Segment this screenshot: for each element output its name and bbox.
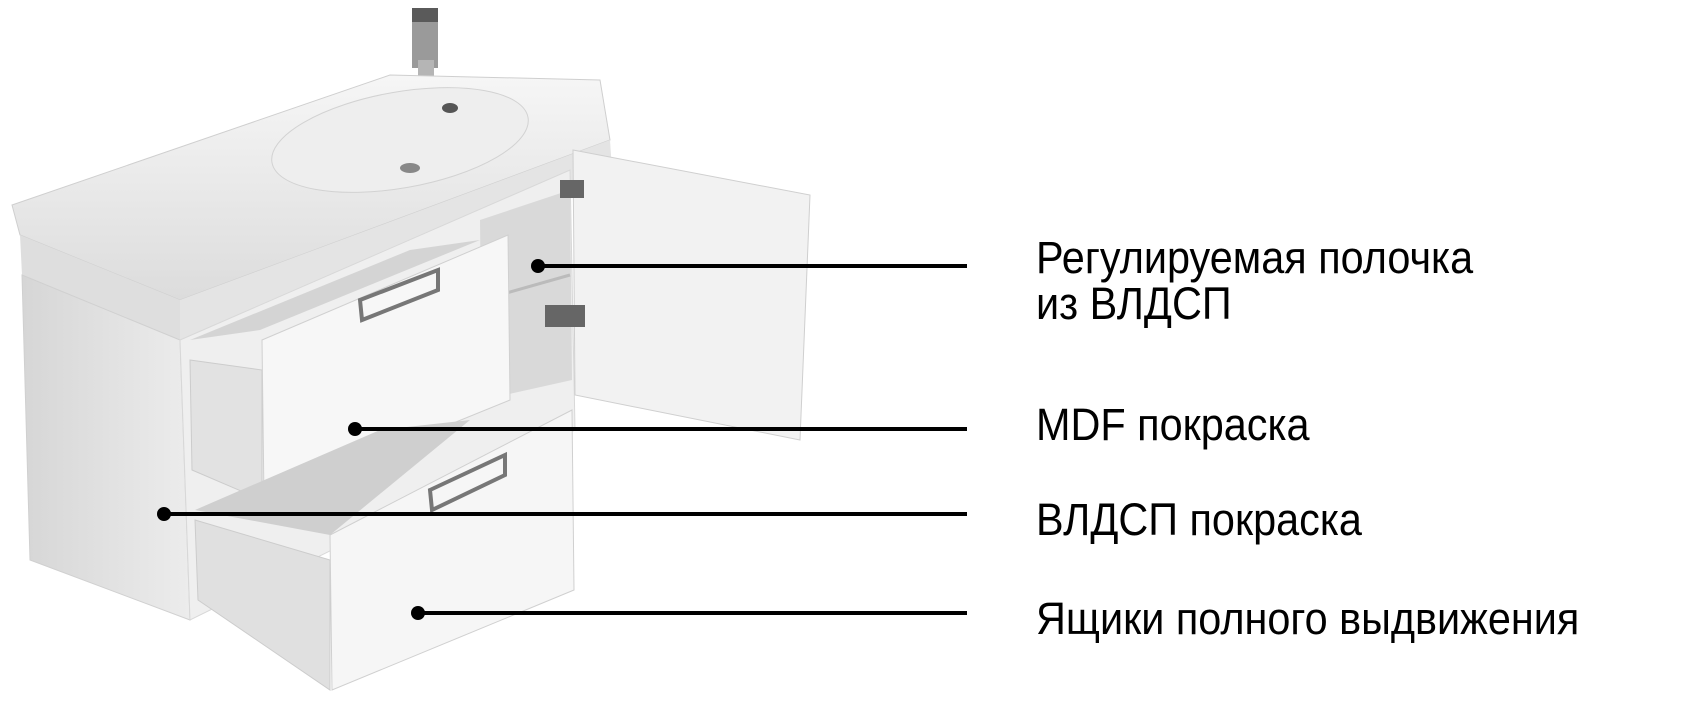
label-adjustable-shelf-line1: Регулируемая полочка (1036, 232, 1474, 283)
countertop (11, 74, 612, 340)
label-adjustable-shelf-line2: из ВЛДСП (1036, 278, 1232, 329)
upper-drawer (189, 234, 511, 501)
open-door (545, 149, 811, 441)
lower-drawer (194, 409, 575, 691)
label-full-extension-drawers: Ящики полного выдвижения (1036, 593, 1580, 644)
leader-shelf (531, 259, 967, 273)
leader-mdf (348, 422, 967, 436)
label-adjustable-shelf: Регулируемая полочка из ВЛДСП (1036, 235, 1473, 327)
leader-drawers (411, 606, 967, 620)
label-vldsp-paint: ВЛДСП покраска (1036, 494, 1362, 545)
label-mdf-paint: MDF покраска (1036, 399, 1310, 450)
leader-vldsp (157, 507, 967, 521)
